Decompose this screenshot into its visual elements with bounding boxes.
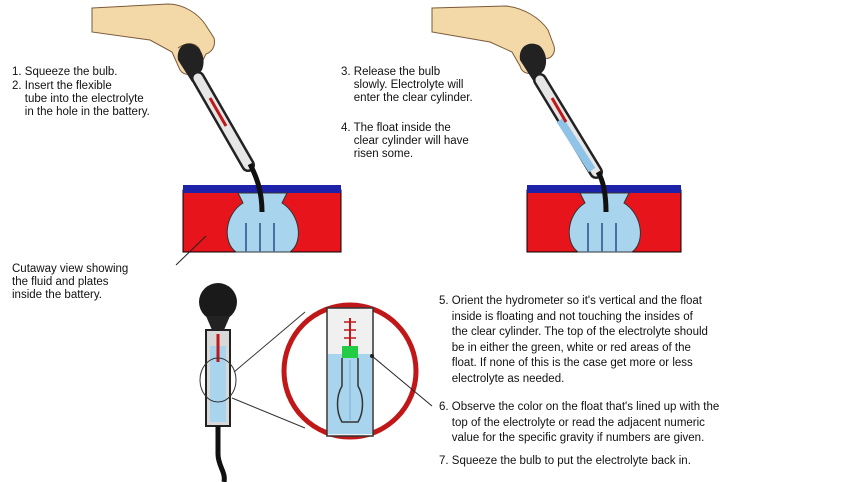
magnified-float-view (281, 302, 419, 440)
step-5-line: electrolyte as needed. (439, 372, 565, 385)
step-5-text: 5. Orient the hydrometer so it's vertica… (439, 294, 708, 387)
step-2-text: 2. Insert the flexible tube into the ele… (12, 80, 150, 119)
step-6-line: top of the electrolyte or read the adjac… (439, 416, 705, 429)
step-3-line: 3. Release the bulb (341, 66, 441, 78)
step-6-line: value for the specific gravity if number… (439, 432, 705, 444)
cutaway-pointer-line (175, 235, 207, 266)
right-hydrometer (519, 43, 609, 213)
step-3-line: slowly. Electrolyte will (341, 79, 464, 91)
step6-pointer-line (371, 355, 433, 407)
step-6-text: 6. Observe the color on the float that's… (439, 400, 719, 447)
bottom-hydrometer (199, 283, 237, 482)
step-4-line: risen some. (341, 148, 414, 160)
cutaway-caption: Cutaway view showing the fluid and plate… (12, 263, 128, 302)
step-5-line: inside is floating and not touching the … (439, 310, 693, 323)
step-5-line: be in either the green, white or red are… (439, 341, 691, 354)
step-5-line: float. If none of this is the case get m… (439, 357, 693, 369)
cutaway-line: the fluid and plates (12, 276, 109, 288)
step-6-line: 6. Observe the color on the float that's… (439, 401, 720, 413)
step-2-line: in the hole in the battery. (12, 106, 150, 118)
step-5-line: 5. Orient the hydrometer so it's vertica… (439, 295, 702, 307)
left-hydrometer (177, 43, 265, 213)
step-2-line: tube into the electrolyte (12, 93, 144, 105)
step-2-line: 2. Insert the flexible (12, 80, 112, 92)
step-1-text: 1. Squeeze the bulb. (12, 66, 118, 78)
step-7-text: 7. Squeeze the bulb to put the electroly… (439, 455, 691, 467)
step-4-line: 4. The float inside the (341, 122, 451, 134)
step-4-text: 4. The float inside the clear cylinder w… (341, 122, 469, 161)
step-4-line: clear cylinder will have (341, 135, 469, 147)
cutaway-line: Cutaway view showing (12, 263, 129, 275)
step-3-line: enter the clear cylinder. (341, 92, 473, 104)
step-5-line: the clear cylinder. The top of the elect… (439, 326, 708, 338)
cutaway-line: inside the battery. (12, 289, 102, 301)
step-3-text: 3. Release the bulb slowly. Electrolyte … (341, 66, 473, 105)
